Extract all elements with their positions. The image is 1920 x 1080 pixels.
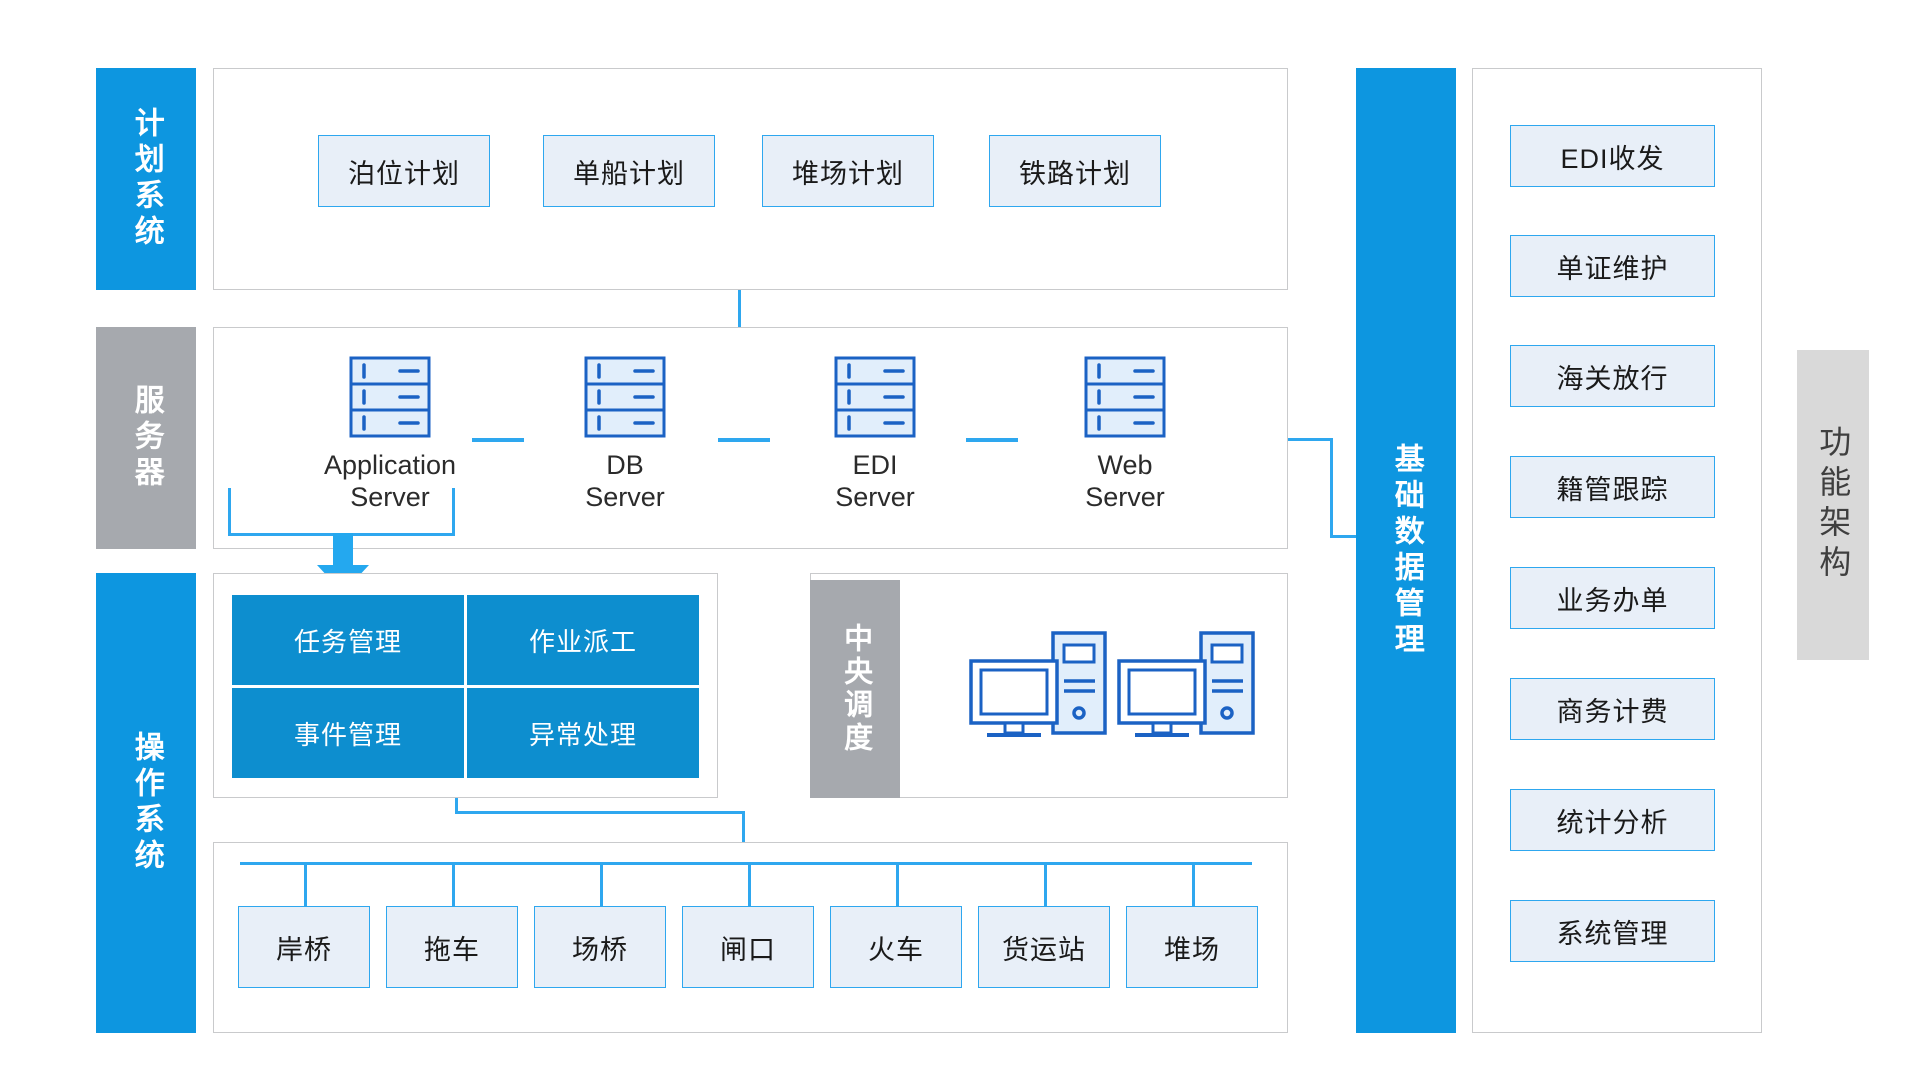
equipment-truck[interactable]: 拖车 xyxy=(386,906,518,988)
ops-to-equipment-diagonal xyxy=(455,798,458,813)
app-bracket-right xyxy=(452,488,455,536)
layer-band-server: 服务器 xyxy=(96,327,196,549)
server-link-2 xyxy=(718,438,770,442)
function-module-business-order[interactable]: 业务办单 xyxy=(1510,567,1715,629)
equipment-stem xyxy=(452,862,455,909)
data-band-tick xyxy=(1330,535,1356,538)
equipment-label: 闸口 xyxy=(720,934,776,965)
layer-band-ops: 操作系统 xyxy=(96,573,196,1033)
equipment-quay-crane[interactable]: 岸桥 xyxy=(238,906,370,988)
server-node-edi[interactable]: EDI Server xyxy=(780,355,970,515)
ops-module-event[interactable]: 事件管理 xyxy=(232,688,464,778)
ops-module-label: 事件管理 xyxy=(293,719,402,750)
server-label-line2: Server xyxy=(1085,482,1165,513)
equipment-label: 火车 xyxy=(868,934,924,965)
function-module-label: 单证维护 xyxy=(1556,253,1669,284)
app-bracket-left xyxy=(228,488,231,536)
plan-item-label: 堆场计划 xyxy=(792,158,904,189)
desktop-computer-icon xyxy=(969,631,1107,737)
server-label-line1: DB xyxy=(606,450,644,480)
layer-band-plan-label: 计划系统 xyxy=(129,107,163,251)
function-module-label: 业务办单 xyxy=(1556,585,1669,616)
server-label-line1: EDI xyxy=(852,450,898,480)
ops-module-dispatch-work[interactable]: 作业派工 xyxy=(467,595,699,685)
equipment-stem xyxy=(896,862,899,909)
equipment-stem xyxy=(1192,862,1195,909)
function-module-billing[interactable]: 商务计费 xyxy=(1510,678,1715,740)
equipment-label: 堆场 xyxy=(1164,934,1220,965)
function-module-tracking[interactable]: 籍管跟踪 xyxy=(1510,456,1715,518)
server-to-data-vertical xyxy=(1330,438,1333,538)
server-label-line1: Application xyxy=(323,450,457,480)
diagram-title-tag: 功能架构 xyxy=(1797,350,1869,660)
base-data-management-band: 基础数据管理 xyxy=(1356,68,1456,1033)
server-label-line2: Server xyxy=(835,482,915,513)
function-module-customs[interactable]: 海关放行 xyxy=(1510,345,1715,407)
function-module-label: 商务计费 xyxy=(1556,696,1669,727)
server-node-db[interactable]: DB Server xyxy=(530,355,720,515)
ops-module-label: 作业派工 xyxy=(528,626,637,657)
layer-band-plan: 计划系统 xyxy=(96,68,196,290)
ops-module-label: 异常处理 xyxy=(528,719,637,750)
ops-to-equipment-drop xyxy=(742,811,745,864)
function-module-label: 海关放行 xyxy=(1556,363,1669,394)
function-module-system-admin[interactable]: 系统管理 xyxy=(1510,900,1715,962)
equipment-stem xyxy=(304,862,307,909)
workstation-1[interactable] xyxy=(965,625,1115,745)
equipment-label: 货运站 xyxy=(1002,934,1086,965)
ops-module-label: 任务管理 xyxy=(293,626,402,657)
plan-item-label: 铁路计划 xyxy=(1019,158,1131,189)
server-link-3 xyxy=(966,438,1018,442)
plan-item-label: 单船计划 xyxy=(573,158,685,189)
plan-item-yard[interactable]: 堆场计划 xyxy=(762,135,934,207)
server-label-line2: Server xyxy=(350,482,430,513)
function-module-label: 籍管跟踪 xyxy=(1556,474,1669,505)
diagram-title-label: 功能架构 xyxy=(1815,425,1852,585)
plan-item-rail[interactable]: 铁路计划 xyxy=(989,135,1161,207)
equipment-train[interactable]: 火车 xyxy=(830,906,962,988)
server-node-web[interactable]: Web Server xyxy=(1030,355,1220,515)
function-module-label: 统计分析 xyxy=(1556,807,1669,838)
equipment-stem xyxy=(748,862,751,909)
server-rack-icon xyxy=(834,356,916,438)
equipment-yard[interactable]: 堆场 xyxy=(1126,906,1258,988)
connector-plan-to-server xyxy=(738,290,741,327)
server-rack-icon xyxy=(584,356,666,438)
plan-item-vessel[interactable]: 单船计划 xyxy=(543,135,715,207)
layer-band-server-label: 服务器 xyxy=(129,384,163,492)
ops-to-equipment-horizontal xyxy=(455,811,745,814)
function-module-edi[interactable]: EDI收发 xyxy=(1510,125,1715,187)
equipment-bus-line xyxy=(240,862,1252,865)
function-modules-panel xyxy=(1472,68,1762,1033)
server-rack-icon xyxy=(1084,356,1166,438)
layer-band-ops-label: 操作系统 xyxy=(129,731,163,875)
server-link-1 xyxy=(472,438,524,442)
ops-module-exception[interactable]: 异常处理 xyxy=(467,688,699,778)
ops-module-task[interactable]: 任务管理 xyxy=(232,595,464,685)
equipment-label: 拖车 xyxy=(424,934,480,965)
server-label-line1: Web xyxy=(1097,450,1153,480)
desktop-computer-icon xyxy=(1117,631,1255,737)
central-dispatch-tag: 中央调度 xyxy=(810,580,900,798)
server-node-application[interactable]: Application Server xyxy=(280,355,500,515)
plan-item-berth[interactable]: 泊位计划 xyxy=(318,135,490,207)
base-data-management-label: 基础数据管理 xyxy=(1389,442,1423,659)
server-rack-icon xyxy=(349,356,431,438)
server-to-data-horizontal xyxy=(1288,438,1333,441)
equipment-stem xyxy=(600,862,603,909)
plan-item-label: 泊位计划 xyxy=(348,158,460,189)
equipment-yard-crane[interactable]: 场桥 xyxy=(534,906,666,988)
function-module-statistics[interactable]: 统计分析 xyxy=(1510,789,1715,851)
server-label-line2: Server xyxy=(585,482,665,513)
central-dispatch-label: 中央调度 xyxy=(839,623,872,755)
function-module-document[interactable]: 单证维护 xyxy=(1510,235,1715,297)
equipment-freight-station[interactable]: 货运站 xyxy=(978,906,1110,988)
workstation-2[interactable] xyxy=(1113,625,1263,745)
equipment-stem xyxy=(1044,862,1047,909)
equipment-label: 岸桥 xyxy=(276,934,332,965)
function-module-label: 系统管理 xyxy=(1556,918,1669,949)
function-module-label: EDI收发 xyxy=(1560,143,1665,174)
equipment-gate[interactable]: 闸口 xyxy=(682,906,814,988)
equipment-label: 场桥 xyxy=(572,934,628,965)
